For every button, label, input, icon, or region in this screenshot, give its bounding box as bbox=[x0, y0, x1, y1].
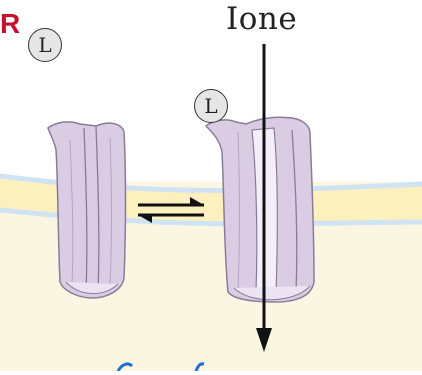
ion-label: Ione bbox=[226, 4, 297, 35]
ligand-free-icon: L bbox=[28, 28, 62, 62]
ligand-bound-icon: L bbox=[194, 89, 228, 123]
closed-channel bbox=[48, 122, 126, 298]
receptor-letter: R bbox=[0, 10, 20, 38]
